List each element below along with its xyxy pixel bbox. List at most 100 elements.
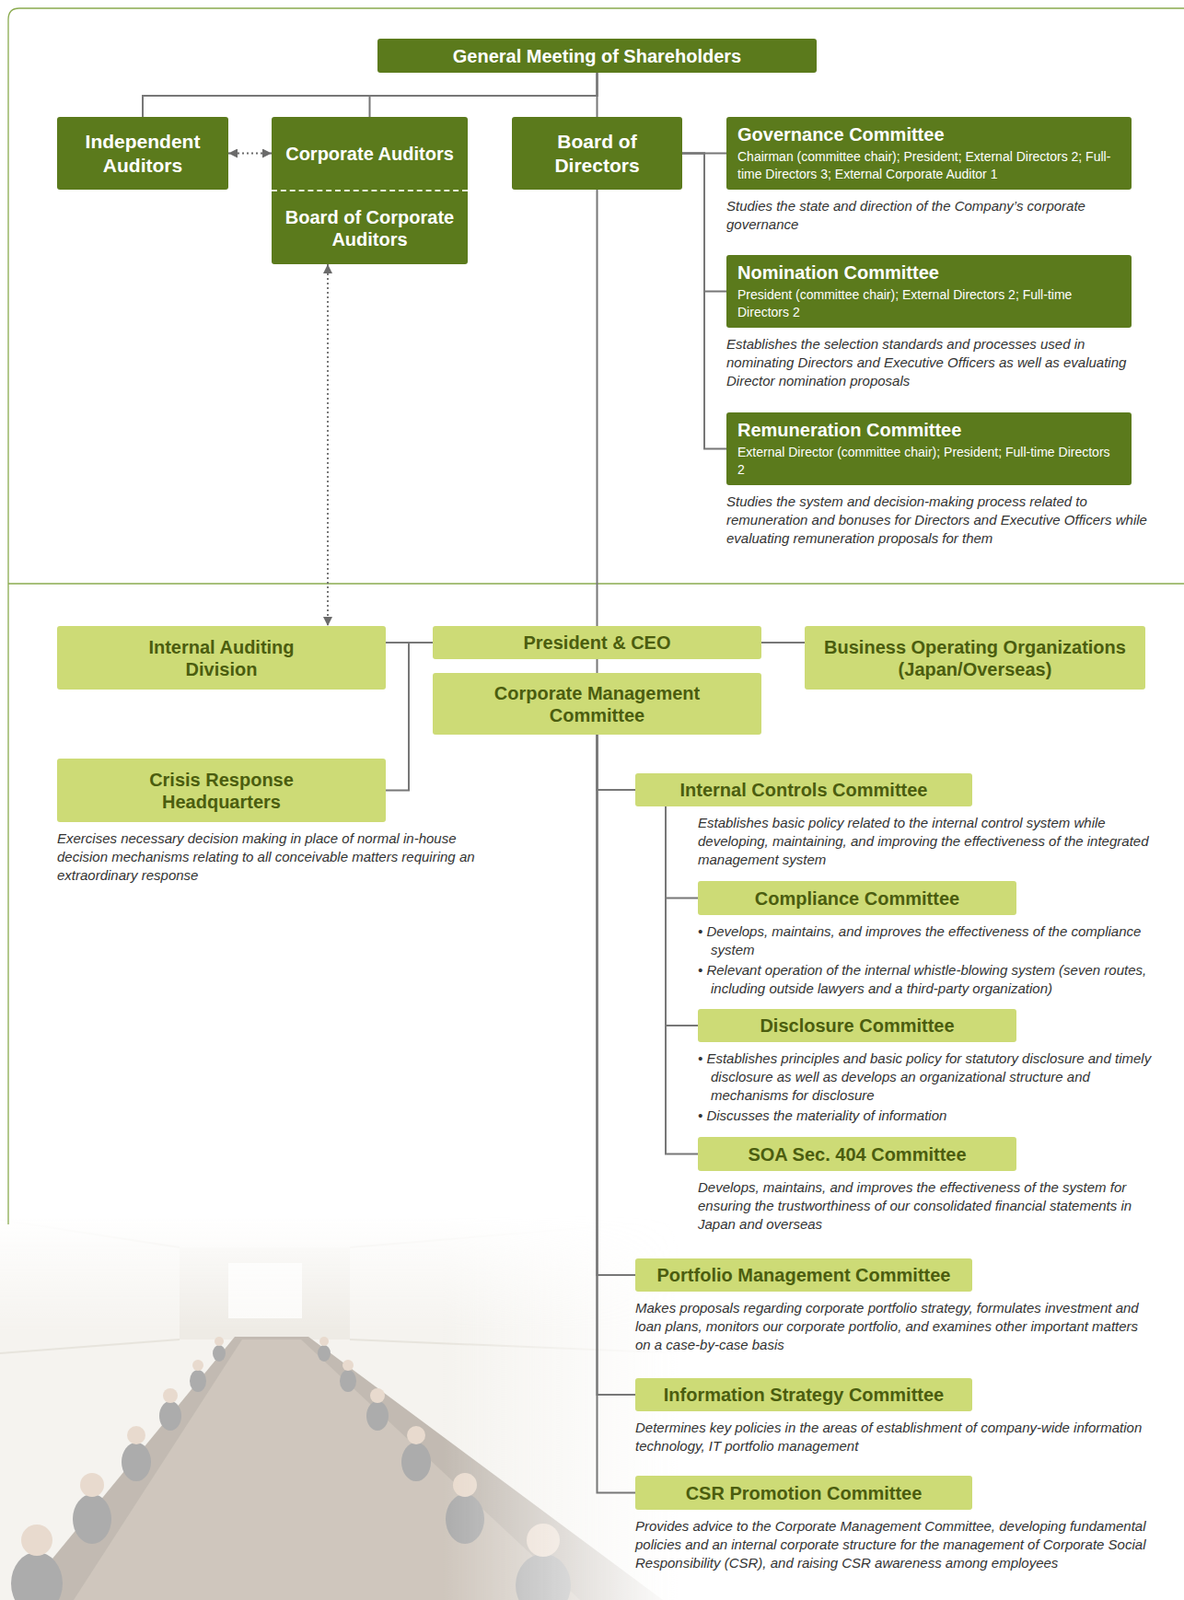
tree-line xyxy=(682,153,727,450)
box-section: Remuneration Committee xyxy=(737,418,1121,442)
box-title: SOA Sec. 404 Committee xyxy=(747,1143,966,1166)
tree-line xyxy=(596,659,599,674)
box-section: CSR Promotion Committee xyxy=(685,1482,923,1505)
note-holder: Establishes basic policy related to the … xyxy=(697,813,1159,870)
box-section: Chairman (committee chair); President; E… xyxy=(737,146,1121,184)
tree-line xyxy=(761,641,805,644)
box-section: Portfolio Management Committee xyxy=(657,1264,952,1287)
note-holder: • Discusses the materiality of informati… xyxy=(697,1106,1159,1126)
note-text: Studies the system and decision-making p… xyxy=(726,492,1150,548)
box-title: Corporate Management Committee xyxy=(477,682,718,727)
note-holder: Determines key policies in the areas of … xyxy=(635,1418,1151,1456)
box-section: Corporate Auditors xyxy=(271,116,468,190)
tree-line xyxy=(385,642,433,791)
division-box: Internal Auditing Division xyxy=(57,626,386,690)
box-section: President & CEO xyxy=(522,631,671,654)
box-title: Portfolio Management Committee xyxy=(657,1264,952,1287)
organization-box: Business Operating Organizations (Japan/… xyxy=(804,626,1146,690)
dotted-arrow xyxy=(326,264,329,627)
box-detail: Chairman (committee chair); President; E… xyxy=(737,148,1121,184)
box-title: Disclosure Committee xyxy=(759,1014,954,1037)
box-section: Governance Committee xyxy=(737,123,1121,147)
box-section: Board of Directors xyxy=(537,129,658,176)
box-section: Corporate Management Committee xyxy=(477,682,718,727)
tree-line xyxy=(597,734,637,1276)
note-holder: • Relevant operation of the internal whi… xyxy=(697,961,1159,999)
committee-box: Information Strategy Committee xyxy=(635,1378,973,1412)
tree-line xyxy=(597,734,637,1395)
committee-box: Internal Controls Committee xyxy=(635,773,973,807)
executive-box: President & CEO xyxy=(432,626,762,660)
box-section: External Director (committee chair); Pre… xyxy=(737,441,1121,479)
tree-line xyxy=(596,189,599,627)
note-holder: Makes proposals regarding corporate port… xyxy=(635,1299,1151,1355)
tree-line xyxy=(597,734,637,1494)
note-text: Makes proposals regarding corporate port… xyxy=(635,1299,1151,1355)
note-text: • Discusses the materiality of informati… xyxy=(697,1106,1159,1126)
note-text: Provides advice to the Corporate Managem… xyxy=(635,1517,1166,1573)
board-box: Board of Directors xyxy=(511,116,683,190)
committee-box: Governance CommitteeChairman (committee … xyxy=(726,116,1132,190)
box-title: President & CEO xyxy=(522,631,671,654)
shareholders-meeting-box: General Meeting of Shareholders xyxy=(377,38,817,73)
committee-box: Remuneration CommitteeExternal Director … xyxy=(726,412,1132,486)
note-holder: Provides advice to the Corporate Managem… xyxy=(635,1517,1166,1573)
auditor-box: Independent Auditors xyxy=(57,116,229,190)
headquarters-box: Crisis Response Headquarters xyxy=(57,758,386,823)
note-text: Determines key policies in the areas of … xyxy=(635,1418,1151,1456)
tree-line xyxy=(596,72,599,117)
note-text: Studies the state and direction of the C… xyxy=(726,197,1141,234)
committee-box: Corporate Management Committee xyxy=(432,673,762,735)
note-holder: • Develops, maintains, and improves the … xyxy=(697,922,1159,960)
note-holder: • Establishes principles and basic polic… xyxy=(697,1049,1159,1105)
auditor-board-box: Corporate AuditorsBoard of Corporate Aud… xyxy=(271,116,468,265)
note-text: Exercises necessary decision making in p… xyxy=(57,829,490,885)
box-title: Information Strategy Committee xyxy=(663,1383,944,1406)
box-title: Business Operating Organizations (Japan/… xyxy=(813,636,1137,681)
box-section: Independent Auditors xyxy=(73,129,212,176)
box-title: General Meeting of Shareholders xyxy=(452,45,742,68)
box-title: Compliance Committee xyxy=(754,887,960,910)
box-section: Board of Corporate Auditors xyxy=(271,189,468,265)
committee-box: Nomination CommitteePresident (committee… xyxy=(726,255,1132,328)
box-section: SOA Sec. 404 Committee xyxy=(747,1143,966,1166)
tree-line xyxy=(597,734,637,790)
box-title: CSR Promotion Committee xyxy=(685,1482,923,1505)
box-title: Internal Auditing Division xyxy=(111,636,333,681)
box-section: Internal Auditing Division xyxy=(111,636,333,681)
note-holder: Studies the system and decision-making p… xyxy=(726,492,1150,548)
tree-line xyxy=(370,72,598,117)
box-section: Business Operating Organizations (Japan/… xyxy=(813,636,1137,681)
box-section: Disclosure Committee xyxy=(759,1014,954,1037)
box-section: President (committee chair); External Di… xyxy=(737,284,1121,322)
tree-line xyxy=(665,806,698,899)
box-title: Corporate Auditors xyxy=(285,142,454,165)
box-section: Compliance Committee xyxy=(754,887,960,910)
box-section: Information Strategy Committee xyxy=(663,1383,944,1406)
note-holder: Studies the state and direction of the C… xyxy=(726,197,1141,234)
note-holder: Exercises necessary decision making in p… xyxy=(57,829,490,885)
committee-box: Compliance Committee xyxy=(697,881,1017,916)
note-text: Establishes the selection standards and … xyxy=(726,335,1141,391)
committee-box: Disclosure Committee xyxy=(697,1009,1017,1043)
note-text: • Establishes principles and basic polic… xyxy=(697,1049,1159,1105)
box-title: Governance Committee xyxy=(737,123,1121,147)
note-text: Develops, maintains, and improves the ef… xyxy=(697,1178,1159,1234)
box-section: Crisis Response Headquarters xyxy=(120,768,324,813)
box-title: Remuneration Committee xyxy=(737,418,1121,442)
box-detail: Board of Corporate Auditors xyxy=(282,206,458,251)
note-holder: Develops, maintains, and improves the ef… xyxy=(697,1178,1159,1234)
dotted-arrow xyxy=(228,152,272,155)
tree-line xyxy=(665,806,698,1155)
box-detail: President (committee chair); External Di… xyxy=(737,286,1121,322)
tree-line xyxy=(665,806,698,1026)
meeting-photo xyxy=(0,1215,682,1600)
box-title: Nomination Committee xyxy=(737,261,1121,285)
tree-line xyxy=(142,72,598,117)
box-section: Internal Controls Committee xyxy=(680,778,929,801)
note-text: Establishes basic policy related to the … xyxy=(697,813,1159,870)
note-holder: Establishes the selection standards and … xyxy=(726,335,1141,391)
box-detail: External Director (committee chair); Pre… xyxy=(737,443,1121,479)
box-title: Internal Controls Committee xyxy=(680,778,929,801)
box-title: Independent Auditors xyxy=(73,129,212,176)
